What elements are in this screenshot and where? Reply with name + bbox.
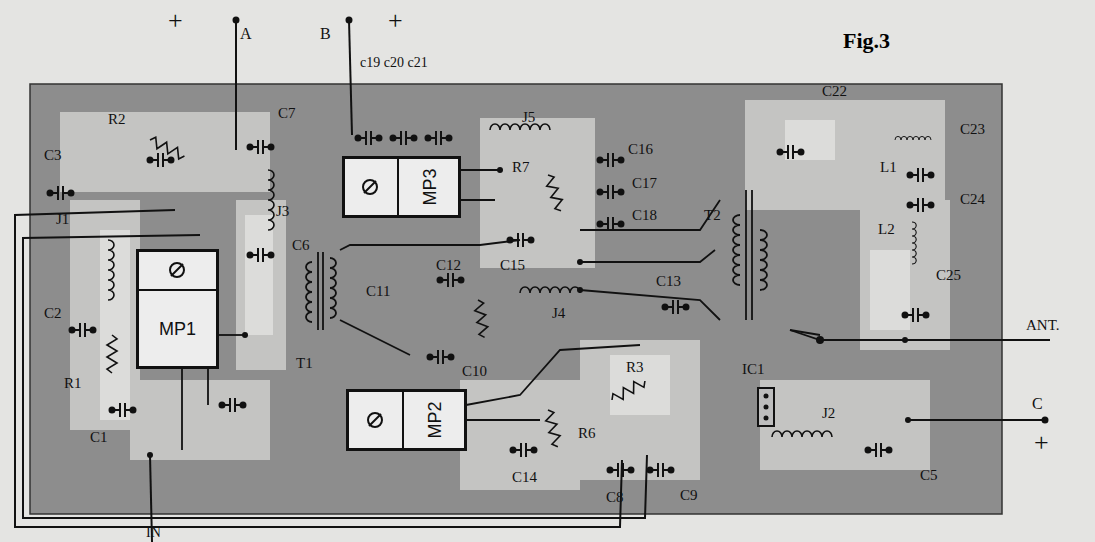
part-label: C7 xyxy=(278,106,296,121)
part-label: IN xyxy=(146,526,161,540)
part-label: T2 xyxy=(704,208,721,223)
part-label: C6 xyxy=(292,238,310,253)
part-label: C17 xyxy=(632,176,657,191)
part-label: J4 xyxy=(552,306,565,321)
part-label: R7 xyxy=(512,160,530,175)
part-label: B xyxy=(320,26,331,42)
part-label: C1 xyxy=(90,430,108,445)
part-label: IC1 xyxy=(742,362,765,377)
part-label: + xyxy=(388,8,403,34)
part-label: C18 xyxy=(632,208,657,223)
part-label: L2 xyxy=(878,222,895,237)
part-label: C14 xyxy=(512,470,537,485)
part-label: A xyxy=(240,26,252,42)
part-label: C5 xyxy=(920,468,938,483)
part-name: MP3 xyxy=(421,168,439,205)
transistor-package: MP1 xyxy=(137,250,218,368)
part-label: R1 xyxy=(64,376,82,391)
part-label: C22 xyxy=(822,84,847,99)
part-label: J5 xyxy=(522,110,535,125)
part-label: C23 xyxy=(960,122,985,137)
part-label: J2 xyxy=(822,406,835,421)
figure-title: Fig.3 xyxy=(843,28,890,54)
part-label: C10 xyxy=(462,364,487,379)
part-label: C11 xyxy=(366,284,390,299)
part-label: ANT. xyxy=(1026,318,1059,333)
part-label: J3 xyxy=(276,204,289,219)
part-label: C xyxy=(1032,396,1043,412)
part-label: C8 xyxy=(606,490,624,505)
part-label: R6 xyxy=(578,426,596,441)
part-label: C16 xyxy=(628,142,653,157)
part-label: T1 xyxy=(296,356,313,371)
transistor-package: MP2 xyxy=(347,390,466,450)
part-label: C24 xyxy=(960,192,985,207)
part-label: C12 xyxy=(436,258,461,273)
part-name: MP2 xyxy=(426,401,444,438)
part-name: MP1 xyxy=(159,320,196,338)
part-label: c19 c20 c21 xyxy=(360,56,428,70)
part-label: C3 xyxy=(44,148,62,163)
part-label: C9 xyxy=(680,488,698,503)
part-label: + xyxy=(1034,430,1049,456)
part-label: J1 xyxy=(56,212,69,227)
part-label: R2 xyxy=(108,112,126,127)
part-label: C25 xyxy=(936,268,961,283)
part-label: R3 xyxy=(626,360,644,375)
part-label: C13 xyxy=(656,274,681,289)
transistor-package: MP3 xyxy=(343,157,460,217)
part-label: C15 xyxy=(500,258,525,273)
part-label: L1 xyxy=(880,160,897,175)
part-label: + xyxy=(168,8,183,34)
part-label: C2 xyxy=(44,306,62,321)
